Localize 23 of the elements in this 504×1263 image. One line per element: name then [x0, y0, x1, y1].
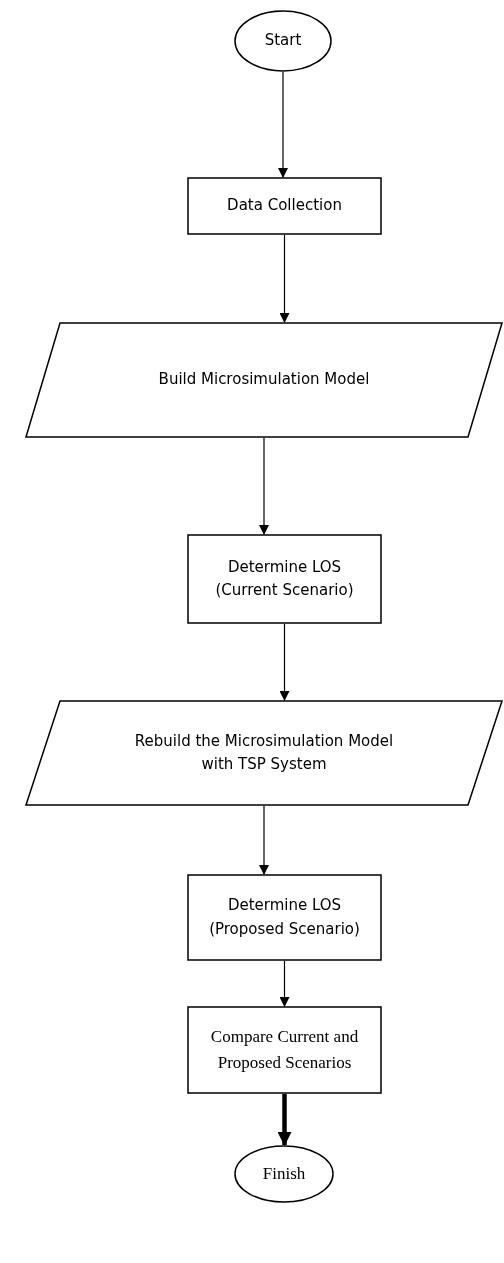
arrow: [277, 1094, 292, 1146]
node-label: Build Microsimulation Model: [158, 369, 370, 391]
arrow: [259, 805, 269, 875]
node-label: Start: [264, 30, 302, 52]
node-label: Data Collection: [227, 195, 342, 217]
end-terminal: [234, 1145, 334, 1203]
arrow: [259, 437, 269, 535]
process-box: [187, 534, 382, 624]
process-box: [187, 177, 382, 235]
node-label: Determine LOS (Proposed Scenario): [208, 895, 361, 940]
node-label: Compare Current and Proposed Scenarios: [209, 1025, 360, 1074]
process-box: [187, 874, 382, 961]
data-parallelogram: [25, 322, 503, 438]
node-label: Determine LOS (Current Scenario): [214, 556, 355, 601]
arrow: [279, 960, 290, 1007]
process-box: [187, 1006, 382, 1094]
arrow: [279, 623, 290, 701]
node-label: Finish: [262, 1162, 306, 1185]
arrow: [279, 234, 290, 323]
start-terminal: [234, 10, 332, 72]
data-parallelogram: [25, 700, 503, 806]
node-label: Rebuild the Microsimulation Model with TSP System: [133, 730, 395, 775]
arrow: [278, 71, 288, 178]
